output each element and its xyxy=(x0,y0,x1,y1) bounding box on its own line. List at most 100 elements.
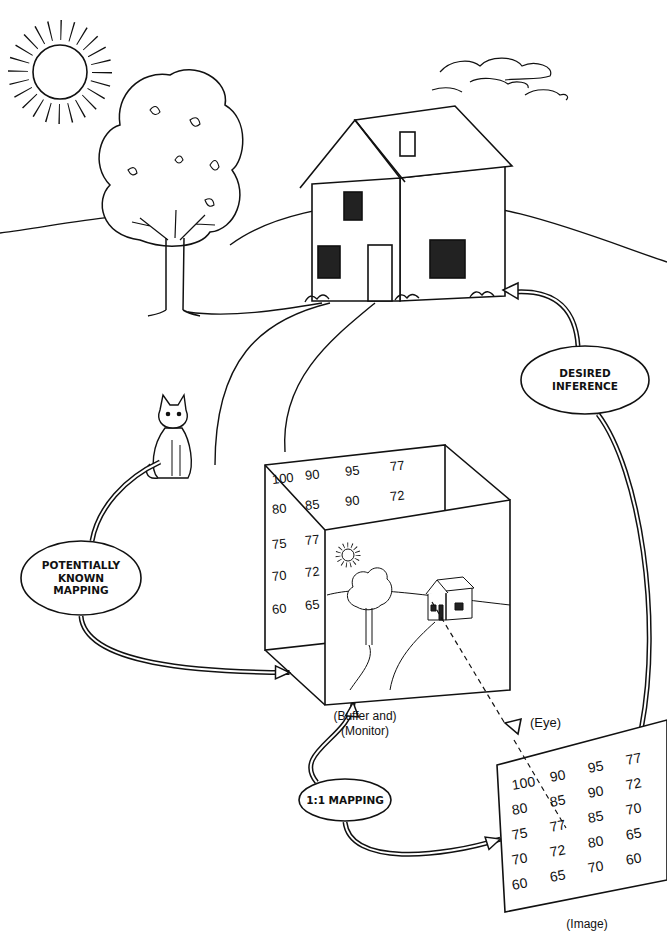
mapping-ellipse: 1:1 MAPPING xyxy=(298,778,392,822)
eye-symbol xyxy=(505,719,521,734)
arrow-head xyxy=(503,283,518,299)
tree-canopy xyxy=(99,70,243,246)
house-gable xyxy=(300,120,405,188)
tree-branches xyxy=(132,210,215,240)
cat-tail xyxy=(146,464,158,478)
house-bushes xyxy=(305,292,494,302)
double-line-inner xyxy=(81,616,290,673)
mapping-ellipse: POTENTIALLY KNOWN MAPPING xyxy=(20,540,142,616)
walkway-line xyxy=(215,303,330,465)
double-line-inner xyxy=(345,822,500,854)
leaf-patch xyxy=(150,106,160,114)
buffer-value: 77 xyxy=(389,459,405,473)
mapping-label: 1:1 MAPPING xyxy=(306,794,384,807)
double-line-inner xyxy=(514,292,578,346)
buffer-value: 60 xyxy=(271,602,287,616)
image-value: 95 xyxy=(587,759,605,775)
hill-line xyxy=(230,200,667,262)
mapping-arrow xyxy=(311,702,359,782)
leaf-patch xyxy=(205,199,214,206)
image-value: 80 xyxy=(587,834,605,850)
house-side-wall xyxy=(400,166,505,301)
ellipse-text-box: 1:1 MAPPING xyxy=(298,778,392,822)
image-value: 70 xyxy=(587,859,605,875)
buffer-edges xyxy=(265,445,510,705)
node-caption: (Image) xyxy=(552,917,622,932)
image-value: 65 xyxy=(625,825,643,841)
cloud-line xyxy=(432,88,462,92)
tree-trunk xyxy=(148,238,200,316)
clouds xyxy=(432,58,568,100)
arrow-head xyxy=(485,837,500,849)
image-value: 65 xyxy=(549,867,567,883)
sun xyxy=(18,30,102,114)
buffer-value: 75 xyxy=(271,537,287,551)
image-value: 90 xyxy=(549,767,567,783)
buffer-value: 70 xyxy=(271,569,287,583)
buffer-value: 65 xyxy=(304,598,320,612)
walkway-line xyxy=(188,303,322,314)
node-caption: (Buffer and) (Monitor) xyxy=(325,709,405,739)
eye-label: (Eye) xyxy=(530,716,561,729)
mapping-arrow xyxy=(81,616,290,679)
image-value: 90 xyxy=(587,784,605,800)
buffer-value: 72 xyxy=(389,489,405,503)
buffer-value: 80 xyxy=(271,502,287,516)
double-line-inner xyxy=(598,414,649,727)
double-line-inner xyxy=(311,702,354,782)
mini-tree-canopy xyxy=(347,568,391,610)
node-outline xyxy=(265,445,510,705)
hill-line xyxy=(0,214,175,233)
house-roof xyxy=(355,106,512,178)
tree xyxy=(99,70,243,316)
house-door xyxy=(368,245,392,301)
leaf-patch xyxy=(210,160,219,170)
cat-body xyxy=(153,428,191,478)
double-line-outer xyxy=(514,292,578,346)
image-value: 77 xyxy=(549,817,567,833)
ellipse-text-box: POTENTIALLY KNOWN MAPPING xyxy=(20,540,142,616)
image-value: 70 xyxy=(625,800,643,816)
inference-to-scene-arrow xyxy=(503,283,578,346)
cat xyxy=(146,395,191,478)
double-line-inner xyxy=(92,462,160,541)
scene-to-mapping-line xyxy=(92,462,160,541)
mapping-label: POTENTIALLY KNOWN MAPPING xyxy=(33,559,129,597)
image-value: 85 xyxy=(549,792,567,808)
image-value: 77 xyxy=(625,750,643,766)
buffer-value: 85 xyxy=(304,498,320,512)
double-line-outer xyxy=(345,822,500,854)
image-value: 72 xyxy=(549,842,567,858)
image-outline xyxy=(497,720,667,912)
buffer-value: 95 xyxy=(344,463,360,477)
cat-head xyxy=(159,395,187,428)
ellipse-text-box: DESIRED INFERENCE xyxy=(520,345,650,415)
arrow-head xyxy=(275,666,289,679)
image-value: 70 xyxy=(511,850,529,866)
cat-legs xyxy=(172,440,180,476)
ellipse-outline xyxy=(521,346,649,414)
image-value: 85 xyxy=(587,809,605,825)
house xyxy=(300,106,512,302)
leaf-patch xyxy=(190,118,200,127)
mapping-arrow xyxy=(598,414,649,727)
hills xyxy=(0,200,667,262)
cat-eye xyxy=(166,412,169,415)
mini-house-roof xyxy=(426,577,474,594)
image-value: 72 xyxy=(625,775,643,791)
cloud-line xyxy=(470,78,528,88)
walkway-line xyxy=(285,303,375,452)
buffer-value: 90 xyxy=(344,493,360,507)
house-window xyxy=(430,240,465,278)
mini-walkway xyxy=(350,622,435,690)
mini-sun-rays xyxy=(338,545,358,565)
ellipse-outline xyxy=(21,541,141,615)
mapping-arrow xyxy=(345,822,500,854)
arrow-head xyxy=(345,702,358,717)
buffer-value: 100 xyxy=(271,471,294,486)
image-value: 60 xyxy=(625,850,643,866)
image-value: 100 xyxy=(511,774,536,792)
paths xyxy=(188,303,375,465)
monitor-scene xyxy=(327,545,510,690)
